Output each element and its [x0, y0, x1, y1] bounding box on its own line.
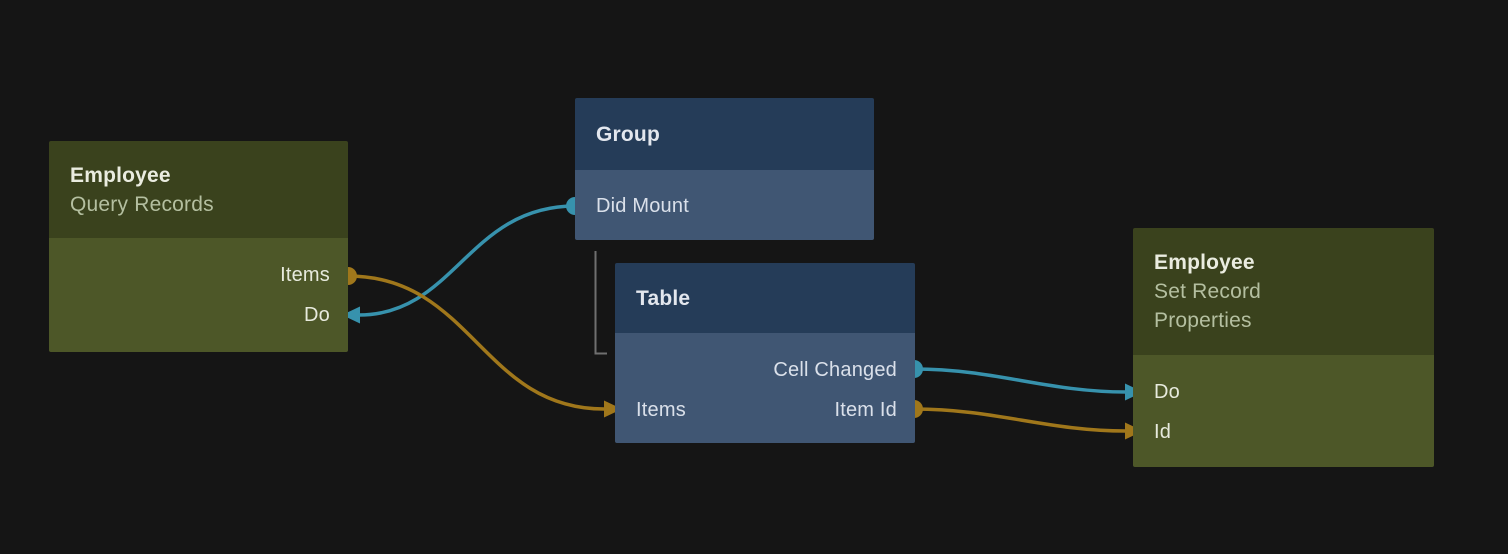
node-employee-set-record-properties[interactable]: Employee Set Record Properties Do Id [1133, 228, 1434, 467]
port-query-items[interactable]: Items [49, 255, 348, 295]
node-body: Cell Changed Items Item Id [615, 333, 915, 443]
wire-cellchanged-to-do[interactable] [912, 367, 1128, 394]
port-label: Do [304, 303, 330, 326]
port-label: Do [1154, 380, 1180, 403]
wire-items-to-items[interactable] [346, 274, 606, 411]
node-title: Table [636, 286, 691, 310]
port-row-table-items-itemid: Items Item Id [615, 390, 915, 430]
node-title: Employee [1154, 251, 1255, 274]
node-group[interactable]: Group Did Mount [575, 98, 874, 240]
node-table[interactable]: Table Cell Changed Items Item Id [615, 263, 915, 443]
containment-link-group-table [594, 251, 607, 355]
port-table-itemid[interactable]: Item Id [834, 398, 897, 421]
node-body: Did Mount [575, 170, 874, 240]
node-header: Group [575, 98, 874, 170]
wire-itemid-to-id[interactable] [912, 407, 1128, 433]
port-label: Items [280, 263, 330, 286]
node-header: Employee Set Record Properties [1133, 228, 1434, 355]
node-header: Employee Query Records [49, 141, 348, 238]
node-subtitle: Query Records [70, 192, 214, 216]
node-title: Group [596, 122, 660, 146]
port-label: Cell Changed [773, 358, 897, 381]
node-title: Employee [70, 163, 171, 187]
node-employee-query-records[interactable]: Employee Query Records Items Do [49, 141, 348, 352]
node-header: Table [615, 263, 915, 333]
port-set-do[interactable]: Do [1133, 372, 1434, 412]
wire-items-to-items-arrowhead [604, 400, 622, 418]
port-table-items[interactable]: Items [636, 398, 686, 421]
port-query-do[interactable]: Do [49, 295, 348, 335]
wire-didmount-to-do-arrowhead [342, 306, 360, 324]
port-table-cellchanged[interactable]: Cell Changed [615, 350, 915, 390]
wire-didmount-to-do[interactable] [357, 204, 577, 317]
node-subtitle: Set Record Properties [1154, 280, 1262, 332]
port-label: Did Mount [596, 194, 689, 217]
node-body: Do Id [1133, 355, 1434, 467]
node-body: Items Do [49, 238, 348, 352]
port-set-id[interactable]: Id [1133, 412, 1434, 452]
port-group-didmount[interactable]: Did Mount [575, 186, 874, 226]
port-label: Id [1154, 420, 1172, 443]
